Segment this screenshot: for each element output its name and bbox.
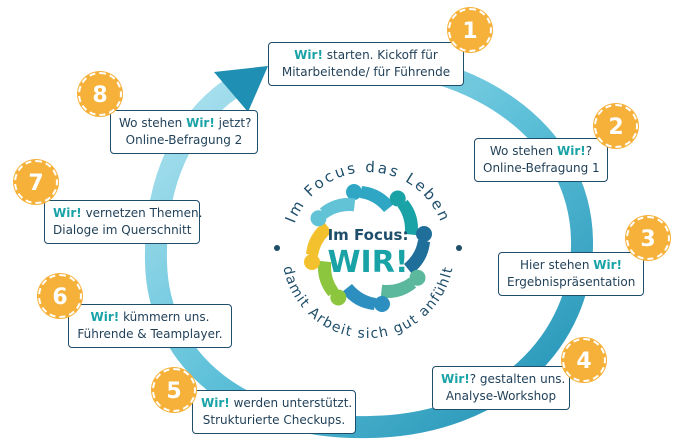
step-7-badge: 7 bbox=[14, 160, 58, 204]
step-6-wir: Wir! bbox=[90, 310, 120, 324]
logo-center-line2: WIR! bbox=[327, 245, 408, 280]
step-8-line1-pre: Wo stehen bbox=[119, 116, 187, 130]
step-3-line2: Ergebnispräsentation bbox=[507, 275, 636, 289]
focus-wir-logo: Im Focus das Leben damit Arbeit sich gut… bbox=[274, 158, 462, 342]
logo-figure-ring bbox=[304, 184, 432, 312]
step-5-badge: 5 bbox=[152, 368, 196, 412]
step-8-line1-rest: jetzt? bbox=[214, 116, 252, 130]
step-4-badge: 4 bbox=[562, 338, 606, 382]
logo-dot-right bbox=[456, 245, 462, 251]
logo-dot-left bbox=[274, 245, 280, 251]
step-5-line2: Strukturierte Checkups. bbox=[202, 413, 346, 427]
step-6-line2: Führende & Teamplayer. bbox=[77, 327, 223, 341]
cycle-arrow-head bbox=[214, 66, 268, 112]
step-8-wir: Wir! bbox=[186, 116, 215, 130]
step-4-line1: ? gestalten uns. bbox=[469, 372, 566, 386]
step-1-line1: starten. Kickoff für bbox=[322, 48, 438, 62]
step-3-line1-pre: Hier stehen bbox=[520, 258, 594, 272]
step-2-line1-pre: Wo stehen bbox=[489, 144, 557, 158]
step-8-line2: Online-Befragung 2 bbox=[125, 133, 243, 147]
step-2-badge: 2 bbox=[594, 104, 638, 148]
step-8-box: Wo stehen Wir! jetzt? Online-Befragung 2 bbox=[110, 110, 258, 154]
step-5-wir: Wir! bbox=[201, 396, 230, 410]
step-2-box: Wo stehen Wir!? Online-Befragung 1 bbox=[474, 138, 608, 182]
step-7-box: Wir! vernetzen Themen. Dialoge im Quersc… bbox=[44, 200, 203, 244]
step-6-badge: 6 bbox=[38, 274, 82, 318]
logo-center-line1: Im Focus: bbox=[328, 226, 409, 244]
step-3-badge: 3 bbox=[626, 216, 670, 260]
step-4-line2: Analyse-Workshop bbox=[445, 389, 557, 403]
step-1-line2: Mitarbeitende/ für Führende bbox=[281, 65, 451, 79]
step-5-line1: werden unterstützt. bbox=[229, 396, 353, 410]
step-2-wir: Wir! bbox=[556, 144, 586, 158]
step-5-box: Wir! werden unterstützt. Strukturierte C… bbox=[192, 390, 356, 434]
step-7-line2: Dialoge im Querschnitt bbox=[53, 223, 192, 237]
step-6-line1: kümmern uns. bbox=[119, 310, 210, 324]
step-3-wir: Wir! bbox=[593, 258, 622, 272]
step-1-badge: 1 bbox=[448, 8, 492, 52]
step-4-box: Wir!? gestalten uns. Analyse-Workshop bbox=[432, 366, 570, 410]
step-2-line1-rest: ? bbox=[585, 144, 593, 158]
step-6-box: Wir! kümmern uns. Führende & Teamplayer. bbox=[68, 304, 232, 348]
step-8-badge: 8 bbox=[78, 72, 122, 116]
step-2-line2: Online-Befragung 1 bbox=[483, 161, 600, 175]
step-4-wir: Wir! bbox=[441, 372, 470, 386]
step-1-box: Wir! starten. Kickoff für Mitarbeitende/… bbox=[268, 42, 464, 86]
step-7-line1: vernetzen Themen. bbox=[81, 206, 203, 220]
step-1-wir: Wir! bbox=[294, 48, 323, 62]
step-7-wir: Wir! bbox=[53, 206, 82, 220]
step-3-box: Hier stehen Wir! Ergebnispräsentation bbox=[498, 252, 644, 296]
